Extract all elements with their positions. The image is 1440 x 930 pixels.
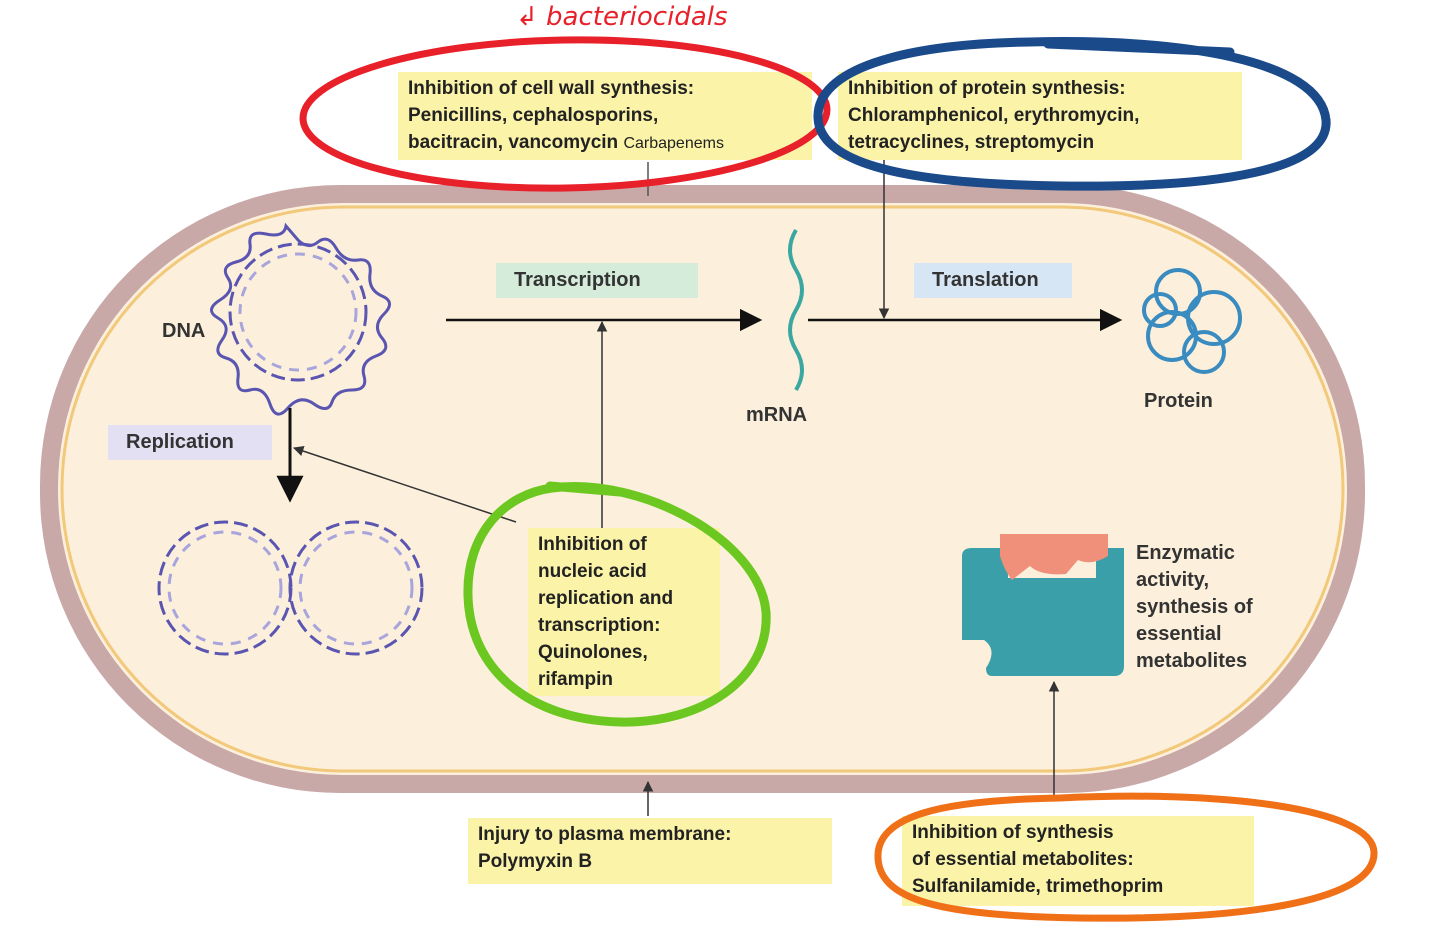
cell-wall-drugs-line1: Penicillins, cephalosporins,: [408, 105, 659, 126]
replication-tag: Replication: [108, 425, 272, 460]
plasma-membrane-title: Injury to plasma membrane:: [478, 824, 732, 845]
protein-icon: [1142, 268, 1242, 374]
enzyme-line1: Enzymatic: [1136, 542, 1235, 564]
nucleic-acid-line5: Quinolones,: [538, 642, 648, 663]
transcription-tag: Transcription: [496, 263, 698, 298]
metabolite-synthesis-inhibition-box: Inhibition of synthesis of essential met…: [902, 816, 1254, 906]
carbapenems-note: Carbapenems: [623, 135, 724, 152]
bacteriocidals-handwritten-note: ↲ bacteriocidals: [516, 2, 728, 32]
protein-synthesis-drugs-line1: Chloramphenicol, erythromycin,: [848, 105, 1140, 126]
cell-wall-drugs-line2: bacitracin, vancomycin: [408, 132, 619, 153]
dna-label: DNA: [162, 320, 206, 342]
dna-circle-icon: [210, 222, 391, 416]
protein-synthesis-inhibition-box: Inhibition of protein synthesis: Chloram…: [838, 72, 1242, 160]
nucleic-acid-line3: replication and: [538, 588, 674, 609]
enzyme-line3: synthesis of: [1136, 596, 1253, 618]
cell-membrane: [60, 205, 1345, 773]
cell-wall-title: Inhibition of cell wall synthesis:: [408, 78, 695, 99]
plasma-membrane-drug: Polymyxin B: [478, 851, 593, 872]
plasma-membrane-injury-box: Injury to plasma membrane: Polymyxin B: [468, 818, 832, 884]
protein-label: Protein: [1144, 390, 1213, 412]
enzyme-line5: metabolites: [1136, 650, 1248, 672]
enzyme-icon: [962, 548, 1124, 676]
metabolite-line2: of essential metabolites:: [912, 849, 1134, 870]
nucleic-acid-line2: nucleic acid: [538, 561, 647, 582]
mrna-icon: [788, 228, 804, 392]
protein-synthesis-drugs-line2: tetracyclines, streptomycin: [848, 132, 1095, 153]
nucleic-acid-line4: transcription:: [538, 615, 661, 636]
metabolite-drugs: Sulfanilamide, trimethoprim: [912, 876, 1164, 897]
nucleic-acid-line6: rifampin: [538, 669, 613, 690]
enzyme-line4: essential: [1136, 623, 1222, 645]
cell-wall-drugs-line2-row: bacitracin, vancomycin Carbapenems: [408, 129, 802, 157]
nucleic-acid-inhibition-box: Inhibition of nucleic acid replication a…: [528, 528, 720, 696]
nucleic-acid-line1: Inhibition of: [538, 534, 647, 555]
enzyme-description: Enzymatic activity, synthesis of essenti…: [1136, 540, 1253, 675]
protein-synthesis-title: Inhibition of protein synthesis:: [848, 78, 1126, 99]
translation-tag: Translation: [914, 263, 1072, 298]
cell-wall-inhibition-box: Inhibition of cell wall synthesis: Penic…: [398, 72, 812, 160]
mrna-label: mRNA: [746, 404, 808, 426]
enzyme-line2: activity,: [1136, 569, 1209, 591]
metabolite-line1: Inhibition of synthesis: [912, 822, 1114, 843]
substrate-icon: [1000, 534, 1108, 580]
replicated-dna-icon: [157, 520, 424, 656]
